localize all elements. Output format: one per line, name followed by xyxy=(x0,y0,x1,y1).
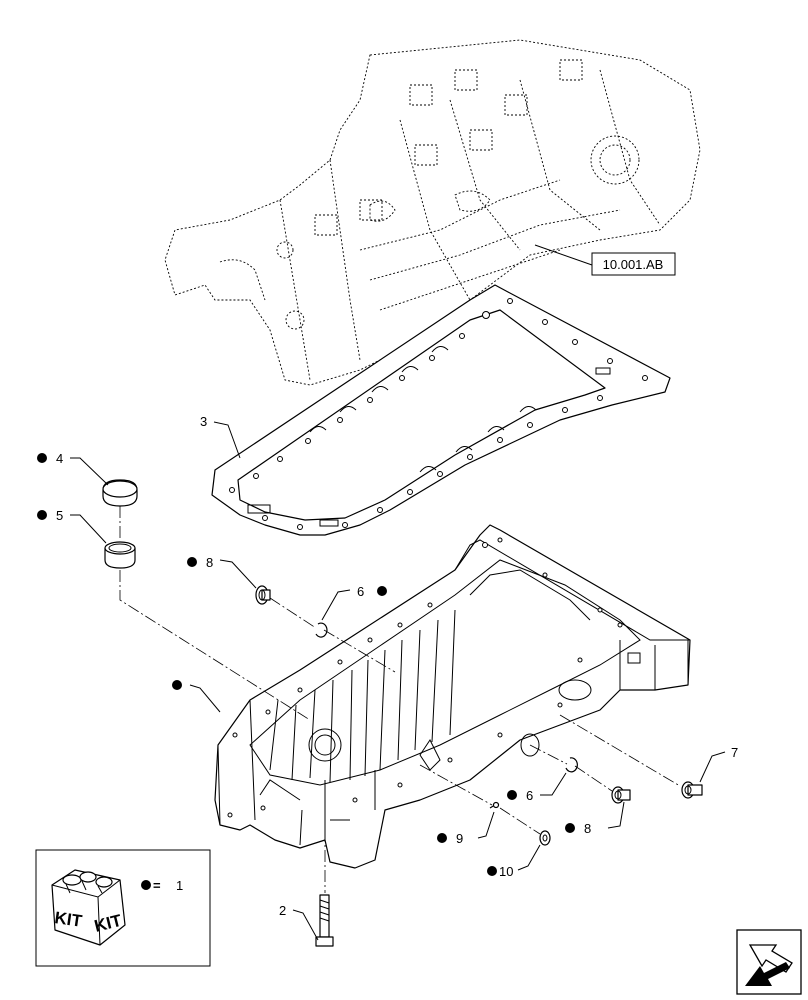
seal-ring-upper xyxy=(315,622,328,638)
bullet-icon xyxy=(507,790,517,800)
bullet-icon xyxy=(437,833,447,843)
kit-box-icon: KIT KIT xyxy=(51,869,126,946)
callout-labels: 4 5 3 8 6 6 7 9 8 10 2 xyxy=(37,414,738,918)
engine-block-phantom xyxy=(164,39,701,386)
dowel-pin xyxy=(489,801,500,809)
reference-box[interactable]: 10.001.AB xyxy=(591,252,676,276)
bullet-icon xyxy=(187,557,197,567)
oil-pan-gasket xyxy=(211,284,671,536)
oil-pan xyxy=(214,524,691,869)
washer xyxy=(539,830,551,846)
bullet-icon xyxy=(565,823,575,833)
callout-6-upper[interactable]: 6 xyxy=(357,584,364,599)
bullet-icon xyxy=(141,880,151,890)
callout-6-lower[interactable]: 6 xyxy=(526,788,533,803)
navigation-arrow-button[interactable] xyxy=(736,929,802,995)
callout-1-bullet[interactable] xyxy=(172,680,182,690)
bolt xyxy=(315,894,334,947)
drain-plug-upper xyxy=(255,585,271,605)
legend-value: 1 xyxy=(176,878,183,893)
callout-7[interactable]: 7 xyxy=(731,745,738,760)
bullet-icon xyxy=(37,453,47,463)
cap-plug xyxy=(102,479,138,507)
kit-legend: KIT KIT = 1 xyxy=(35,849,211,967)
reference-label[interactable]: 10.001.AB xyxy=(603,257,664,272)
sleeve-ring xyxy=(104,541,136,569)
callout-2[interactable]: 2 xyxy=(279,903,286,918)
callout-8-lower[interactable]: 8 xyxy=(584,821,591,836)
seal-ring-lower xyxy=(565,757,578,773)
reference-leader xyxy=(534,244,593,266)
callout-8-upper[interactable]: 8 xyxy=(206,555,213,570)
callout-3[interactable]: 3 xyxy=(200,414,207,429)
callout-9[interactable]: 9 xyxy=(456,831,463,846)
callout-10[interactable]: 10 xyxy=(499,864,513,879)
bullet-icon xyxy=(37,510,47,520)
drain-plug-7 xyxy=(681,781,703,799)
legend-equals: = xyxy=(153,878,161,893)
callout-5[interactable]: 5 xyxy=(56,508,63,523)
callout-4[interactable]: 4 xyxy=(56,451,63,466)
kit-label-left: KIT xyxy=(53,908,83,931)
assembly-lines xyxy=(119,506,681,893)
callout-leaders xyxy=(70,421,726,941)
drain-plug-lower xyxy=(611,786,631,804)
arrow-icon xyxy=(745,944,793,986)
bullet-icon xyxy=(487,866,497,876)
bullet-icon xyxy=(377,586,387,596)
